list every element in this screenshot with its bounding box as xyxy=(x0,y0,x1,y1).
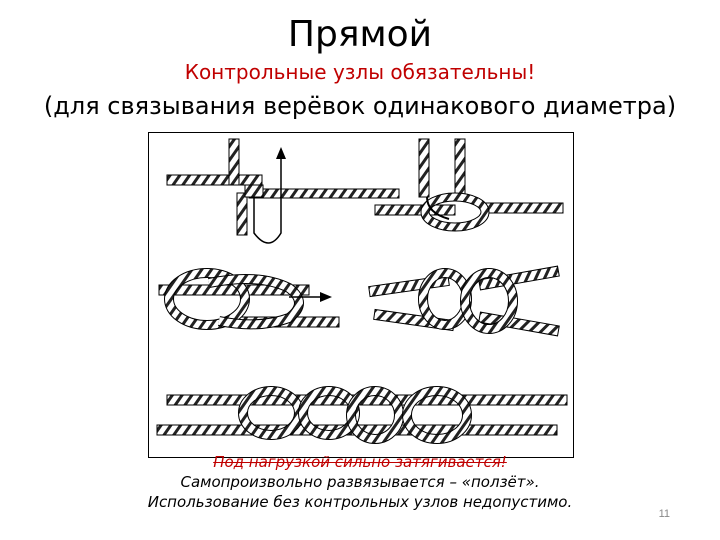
step-4-tied-knot xyxy=(368,265,560,337)
caption-load-warning: Под нагрузкой сильно затягивается! xyxy=(213,453,507,471)
step-3-open-knot xyxy=(158,268,340,330)
slide-title: Прямой xyxy=(287,14,433,55)
step-2-loop xyxy=(374,138,564,232)
caption-slips: Самопроизвольно развязывается – «ползёт»… xyxy=(180,473,540,491)
knot-illustration xyxy=(148,132,574,458)
caption-backup-required: Использование без контрольных узлов недо… xyxy=(147,493,573,511)
step-1-crossing xyxy=(166,138,400,244)
usage-subtitle: (для связывания верёвок одинакового диам… xyxy=(43,92,677,120)
warning-subtitle: Контрольные узлы обязательны! xyxy=(184,60,536,84)
page-number: 11 xyxy=(658,508,670,520)
knot-drawing xyxy=(156,138,568,444)
step-5-with-backup-knots xyxy=(156,386,568,444)
